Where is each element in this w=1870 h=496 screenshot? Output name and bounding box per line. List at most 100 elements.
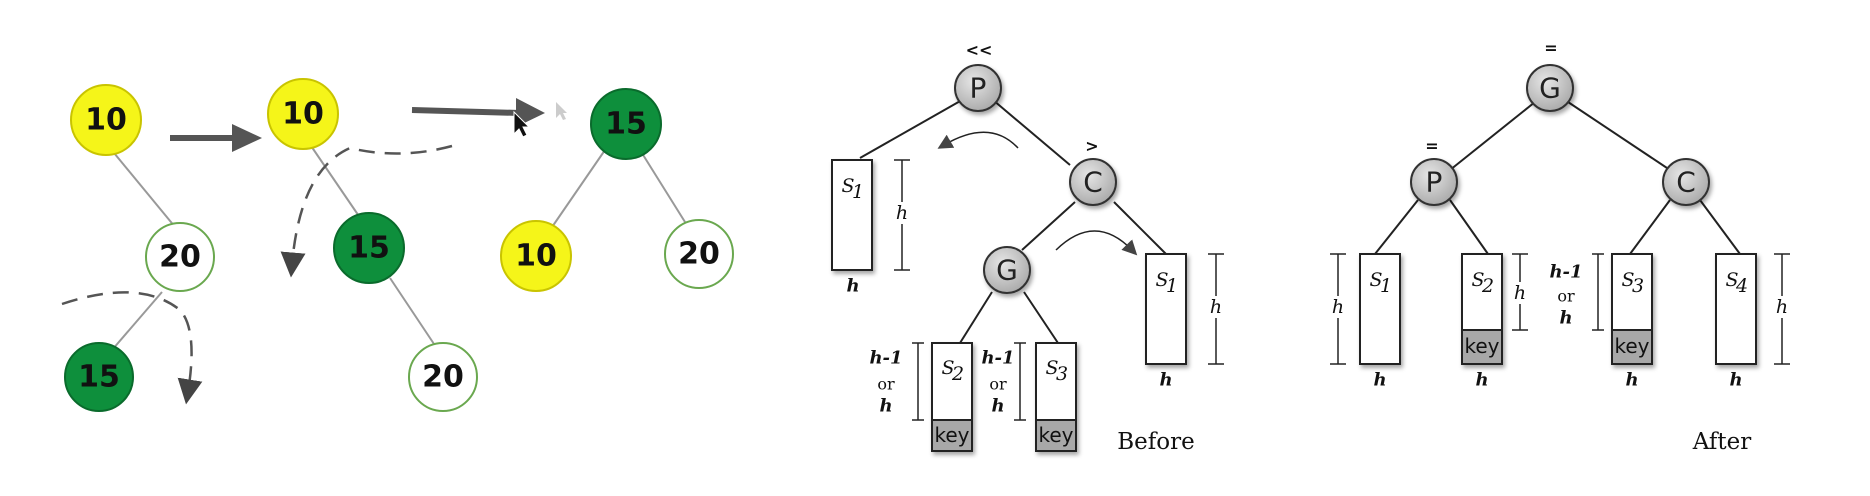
- key-label: key: [1614, 334, 1649, 358]
- after-diagram: = = G P C S 1 h h key S 2 h h h-1: [1330, 39, 1790, 455]
- subtree-label: S: [1045, 357, 1058, 379]
- node-10: [267, 78, 339, 150]
- node-15: [590, 88, 662, 160]
- node-label: 10: [282, 97, 324, 132]
- node-20: [408, 342, 478, 412]
- edge: [389, 277, 441, 354]
- subtree-label: S: [1155, 269, 1168, 291]
- node-label: G: [1539, 72, 1561, 105]
- edge: [1567, 101, 1671, 171]
- transition-arrow-1: [170, 124, 262, 152]
- node-10: [500, 220, 572, 292]
- edge: [1449, 199, 1489, 255]
- node-label: 10: [515, 239, 557, 274]
- or-label: or: [877, 375, 895, 394]
- node-label: P: [970, 72, 987, 105]
- height-label: h-1: [981, 348, 1014, 369]
- edge: [1449, 101, 1536, 171]
- edge: [859, 99, 963, 159]
- key-box: [931, 419, 973, 452]
- edge: [639, 149, 691, 231]
- subtree-subscript: 1: [1380, 275, 1392, 297]
- key-box: [1611, 329, 1653, 365]
- height-label: h: [1373, 370, 1386, 391]
- edge: [549, 149, 606, 231]
- node-20: [145, 222, 215, 292]
- subtree-label: S: [841, 175, 854, 197]
- subtree-subscript: 4: [1735, 275, 1748, 297]
- node-c: [1662, 158, 1710, 206]
- balance-marker: >: [1085, 137, 1098, 156]
- node-label: 20: [422, 360, 464, 395]
- subtree-label: S: [1725, 269, 1738, 291]
- node-label: 20: [678, 237, 720, 272]
- step2-tree: 10 15 20: [267, 78, 478, 412]
- node-label: P: [1426, 166, 1443, 199]
- subtree-subscript: 1: [852, 181, 864, 203]
- key-label: key: [1464, 334, 1499, 358]
- height-label: h-1: [1549, 262, 1582, 283]
- edge: [1023, 291, 1059, 344]
- node-10: [70, 84, 142, 156]
- node-g: [1526, 64, 1574, 112]
- rotate-right-arrow: [61, 291, 203, 405]
- key-box: [1035, 419, 1077, 452]
- edge: [306, 139, 366, 226]
- edge: [1021, 201, 1076, 251]
- height-label: h: [1559, 308, 1572, 329]
- subtree-s1-left: [831, 159, 873, 271]
- or-label: or: [1557, 287, 1575, 306]
- height-label: h: [879, 396, 892, 417]
- height-label: h: [1332, 296, 1344, 318]
- height-label: h: [846, 276, 859, 297]
- height-label: h: [1475, 370, 1488, 391]
- edge: [959, 291, 993, 344]
- height-label: h: [896, 202, 908, 224]
- edge: [992, 99, 1071, 166]
- height-label: h: [1210, 296, 1222, 318]
- balance-marker: <<: [966, 41, 993, 60]
- subtree-subscript: 2: [1481, 275, 1494, 297]
- subtree-s1: [1359, 253, 1401, 365]
- subtree-label: S: [941, 357, 954, 379]
- node-label: C: [1083, 166, 1103, 199]
- node-label: G: [996, 254, 1018, 287]
- subtree-subscript: 2: [951, 363, 964, 385]
- before-caption: Before: [1117, 429, 1194, 455]
- key-label: key: [934, 423, 969, 447]
- rotation-arrow: [1055, 230, 1138, 256]
- node-p: [1410, 158, 1458, 206]
- cursor-icon: [513, 110, 531, 138]
- subtree-label: S: [1471, 269, 1484, 291]
- subtree-s4: [1715, 253, 1757, 365]
- height-label: h: [1776, 296, 1788, 318]
- node-label: 15: [348, 231, 390, 266]
- node-c: [1069, 158, 1117, 206]
- edge: [104, 141, 181, 234]
- height-label: h: [1729, 370, 1742, 391]
- node-label: 15: [78, 360, 120, 395]
- subtree-s1-right: [1145, 253, 1187, 365]
- key-label: key: [1038, 423, 1073, 447]
- subtree-label: S: [1369, 269, 1382, 291]
- step1-tree: 10 20 15: [61, 84, 215, 412]
- height-label: h: [1625, 370, 1638, 391]
- balance-marker: =: [1544, 39, 1557, 58]
- node-20: [664, 219, 734, 289]
- subtree-subscript: 3: [1056, 363, 1068, 385]
- rotate-left-arrow: [280, 144, 453, 278]
- height-label: h: [1514, 282, 1526, 304]
- node-label: 20: [159, 240, 201, 275]
- edge: [1374, 199, 1419, 255]
- key-box: [1461, 329, 1503, 365]
- height-label: h: [1159, 370, 1172, 391]
- node-label: C: [1676, 166, 1696, 199]
- edge: [1629, 199, 1671, 255]
- rotation-arrow: [937, 131, 1019, 149]
- edge: [1113, 201, 1167, 255]
- node-15: [333, 212, 405, 284]
- before-diagram: << > P C G S 1 h h key S 2 key S 3: [831, 41, 1224, 455]
- node-p: [954, 64, 1002, 112]
- subtree-subscript: 1: [1166, 275, 1178, 297]
